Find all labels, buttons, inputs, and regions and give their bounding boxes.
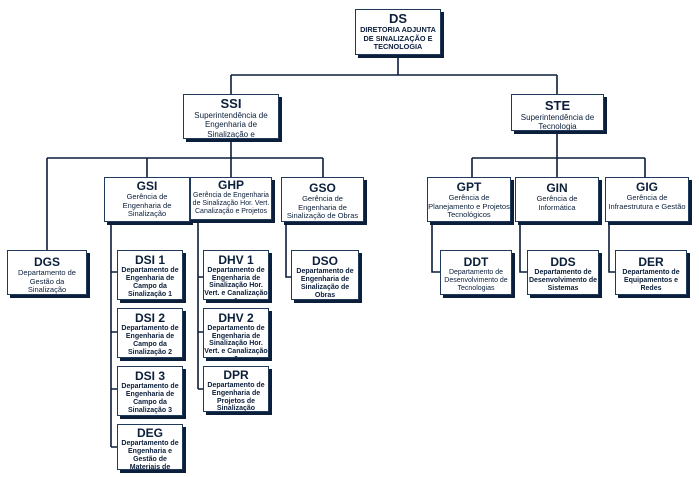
node-name: Departamento de Gestão da Sinalização [18, 268, 76, 295]
connector-ssi [46, 139, 324, 250]
node-name: Departamento de Desenvolvimento de Tecno… [444, 269, 508, 292]
node-name: Departamento de Engenharia de Sinalizaçã… [204, 325, 268, 357]
node-code: DER [638, 255, 664, 269]
node-name: Gerência de Informática [536, 194, 578, 212]
node-code: GHP [217, 178, 244, 192]
node-code: SSI [220, 96, 242, 111]
node-code: DSI 1 [134, 253, 165, 267]
connector-gig [608, 222, 615, 273]
node-ssi[interactable]: SSI Superintendência de Engenharia de Si… [183, 94, 279, 139]
node-name: Gerência de Engenharia de Sinalização Ho… [192, 192, 270, 215]
node-gsi[interactable]: GSI Gerência de Engenharia de Sinalizaçã… [104, 177, 190, 222]
node-name: Departamento de Engenharia de Sinalizaçã… [204, 267, 268, 299]
node-ghp[interactable]: GHP Gerência de Engenharia de Sinalizaçã… [190, 177, 272, 220]
node-code: DPR [223, 368, 249, 382]
node-name: Superintendência de Tecnologia [520, 113, 595, 131]
node-code: DS [388, 11, 408, 26]
node-dgs[interactable]: DGS Departamento de Gestão da Sinalizaçã… [7, 250, 87, 295]
node-name: Superintendência de Engenharia de Sinali… [194, 111, 268, 139]
node-name: Departamento de Engenharia de Projetos d… [207, 382, 265, 412]
node-der[interactable]: DER Departamento de Equipamentos e Redes [615, 250, 687, 295]
node-code: DHV 1 [218, 253, 254, 267]
node-name: Departamento de Engenharia de Campo da S… [121, 383, 179, 414]
node-code: DHV 2 [218, 311, 254, 325]
node-name: Departamento de Engenharia de Campo da S… [121, 267, 179, 298]
node-code: GSO [309, 181, 336, 195]
node-name: Gerência de Engenharia de Sinalização de… [286, 194, 359, 221]
node-code: DSI 3 [134, 369, 165, 383]
node-ste[interactable]: STE Superintendência de Tecnologia [511, 94, 604, 131]
node-name: Departamento de Engenharia e Gestão de M… [121, 440, 179, 470]
node-code: GPT [456, 180, 482, 194]
node-code: STE [544, 98, 571, 113]
node-dpr[interactable]: DPR Departamento de Engenharia de Projet… [203, 366, 269, 412]
connector-ste [471, 131, 646, 177]
node-name: DIRETORIA ADJUNTA DE SINALIZAÇÃO E TECNO… [360, 25, 436, 52]
node-name: Departamento de Desenvolvimento de Siste… [528, 269, 598, 292]
node-ds[interactable]: DS DIRETORIA ADJUNTA DE SINALIZAÇÃO E TE… [355, 9, 441, 55]
connector-gin [519, 222, 527, 273]
node-dsi3[interactable]: DSI 3 Departamento de Engenharia de Camp… [117, 366, 183, 416]
node-code: GSI [136, 179, 158, 193]
node-name: Gerência de Engenharia de Sinalização [122, 192, 172, 219]
node-dsi1[interactable]: DSI 1 Departamento de Engenharia de Camp… [117, 250, 183, 300]
node-code: GIG [635, 180, 658, 194]
node-code: DDS [550, 255, 576, 269]
node-name: Gerência de Infraestrutura e Gestão [608, 193, 686, 211]
node-gin[interactable]: GIN Gerência de Informática [515, 177, 599, 222]
connector-ds [230, 55, 558, 94]
node-code: DEG [136, 426, 163, 440]
node-dhv2[interactable]: DHV 2 Departamento de Engenharia de Sina… [203, 308, 269, 358]
node-gso[interactable]: GSO Gerência de Engenharia de Sinalizaçã… [281, 177, 364, 222]
connector-gsi [110, 222, 117, 448]
connector-gso [285, 222, 291, 278]
node-code: DSO [311, 254, 338, 268]
node-code: DGS [33, 255, 60, 269]
node-gpt[interactable]: GPT Gerência de Planejamento e Projetos … [427, 177, 511, 222]
node-code: GIN [546, 181, 568, 195]
node-dhv1[interactable]: DHV 1 Departamento de Engenharia de Sina… [203, 250, 269, 300]
node-name: Gerência de Planejamento e Projetos Tecn… [428, 193, 510, 220]
connector-ghp [197, 220, 203, 390]
connector-gpt [431, 222, 440, 273]
node-deg[interactable]: DEG Departamento de Engenharia e Gestão … [117, 424, 183, 470]
node-dsi2[interactable]: DSI 2 Departamento de Engenharia de Camp… [117, 308, 183, 358]
node-code: DSI 2 [134, 311, 165, 325]
node-gig[interactable]: GIG Gerência de Infraestrutura e Gestão [605, 177, 689, 222]
node-ddt[interactable]: DDT Departamento de Desenvolvimento de T… [440, 250, 512, 295]
node-dds[interactable]: DDS Departamento de Desenvolvimento de S… [527, 250, 599, 295]
node-code: DDT [463, 255, 489, 269]
node-name: Departamento de Engenharia de Campo da S… [121, 325, 179, 356]
node-name: Departamento de Engenharia de Sinalizaçã… [296, 268, 354, 299]
node-name: Departamento de Equipamentos e Redes [622, 269, 680, 292]
node-dso[interactable]: DSO Departamento de Engenharia de Sinali… [291, 250, 359, 300]
